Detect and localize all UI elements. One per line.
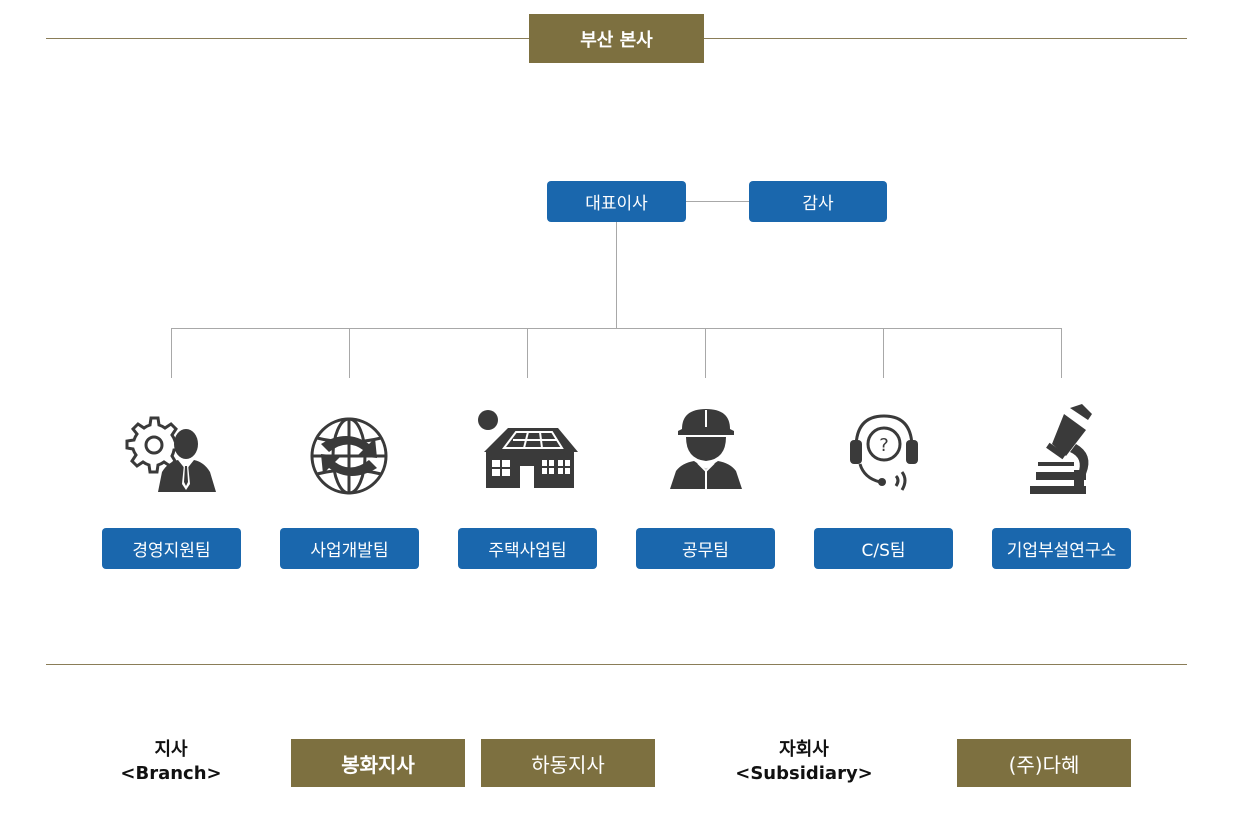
subsidiary-label-english: <Subsidiary>: [735, 763, 873, 784]
headset-support-icon: ?: [850, 414, 918, 491]
header-rule-left: [46, 38, 529, 39]
branch-label-korean: 지사: [154, 739, 188, 760]
audit-box: 감사: [749, 181, 887, 222]
microscope-icon: [1030, 404, 1092, 494]
team-box: C/S팀: [814, 528, 953, 569]
gear-businessman-icon: [125, 416, 216, 492]
branch-label-english: <Branch>: [120, 763, 222, 784]
header-rule-right: [704, 38, 1187, 39]
hq-title-badge: 부산 본사: [529, 14, 704, 63]
ceo-audit-connector: [686, 201, 749, 202]
team-drop-connector: [883, 328, 884, 378]
team-box: 사업개발팀: [280, 528, 419, 569]
ceo-box: 대표이사: [547, 181, 686, 222]
team-box: 기업부설연구소: [992, 528, 1131, 569]
subsidiary-label-korean: 자회사: [779, 739, 829, 760]
globe-arrows-icon: [310, 417, 388, 495]
team-drop-connector: [705, 328, 706, 378]
team-box: 경영지원팀: [102, 528, 241, 569]
team-box: 공무팀: [636, 528, 775, 569]
svg-text:?: ?: [879, 435, 889, 456]
branch-box: 봉화지사: [291, 739, 465, 787]
branch-box: 하동지사: [481, 739, 655, 787]
team-drop-connector: [171, 328, 172, 378]
team-drop-connector: [527, 328, 528, 378]
solar-house-icon: [478, 410, 578, 488]
branch-label: 지사 <Branch>: [96, 738, 246, 786]
team-drop-connector: [349, 328, 350, 378]
team-drop-connector: [1061, 328, 1062, 378]
team-box: 주택사업팀: [458, 528, 597, 569]
subsidiary-box: (주)다혜: [957, 739, 1131, 787]
hardhat-worker-icon: [670, 409, 742, 489]
subsidiary-label: 자회사 <Subsidiary>: [704, 738, 904, 786]
section-divider: [46, 664, 1187, 665]
branch-bar-connector: [171, 328, 1062, 329]
trunk-connector: [616, 222, 617, 328]
